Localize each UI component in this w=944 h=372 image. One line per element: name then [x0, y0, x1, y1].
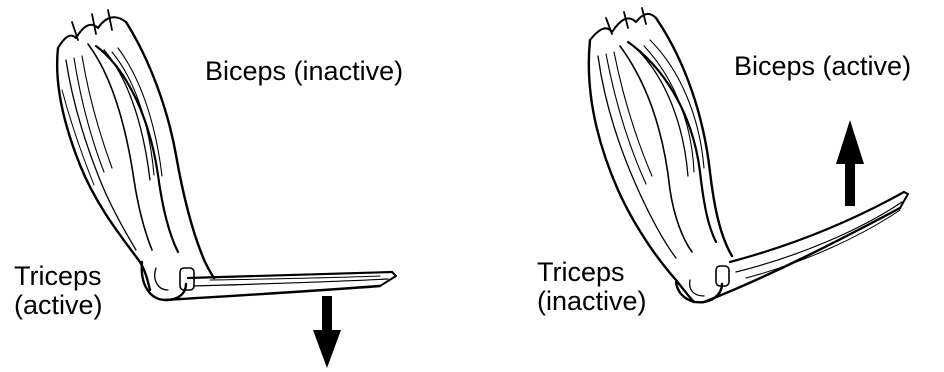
right-triceps-label-line1: Triceps	[537, 258, 647, 287]
left-down-arrow-icon	[313, 296, 341, 368]
right-up-arrow-icon	[836, 120, 864, 206]
left-biceps-label: Biceps (inactive)	[205, 57, 403, 86]
right-biceps-label: Biceps (active)	[734, 52, 911, 81]
left-triceps-label-line1: Triceps	[14, 262, 103, 291]
left-triceps-label-line2: (active)	[14, 291, 103, 320]
right-triceps-label: Triceps (inactive)	[537, 258, 647, 316]
right-triceps-label-line2: (inactive)	[537, 287, 647, 316]
left-arm-illustration	[57, 10, 396, 300]
left-triceps-label: Triceps (active)	[14, 262, 103, 320]
